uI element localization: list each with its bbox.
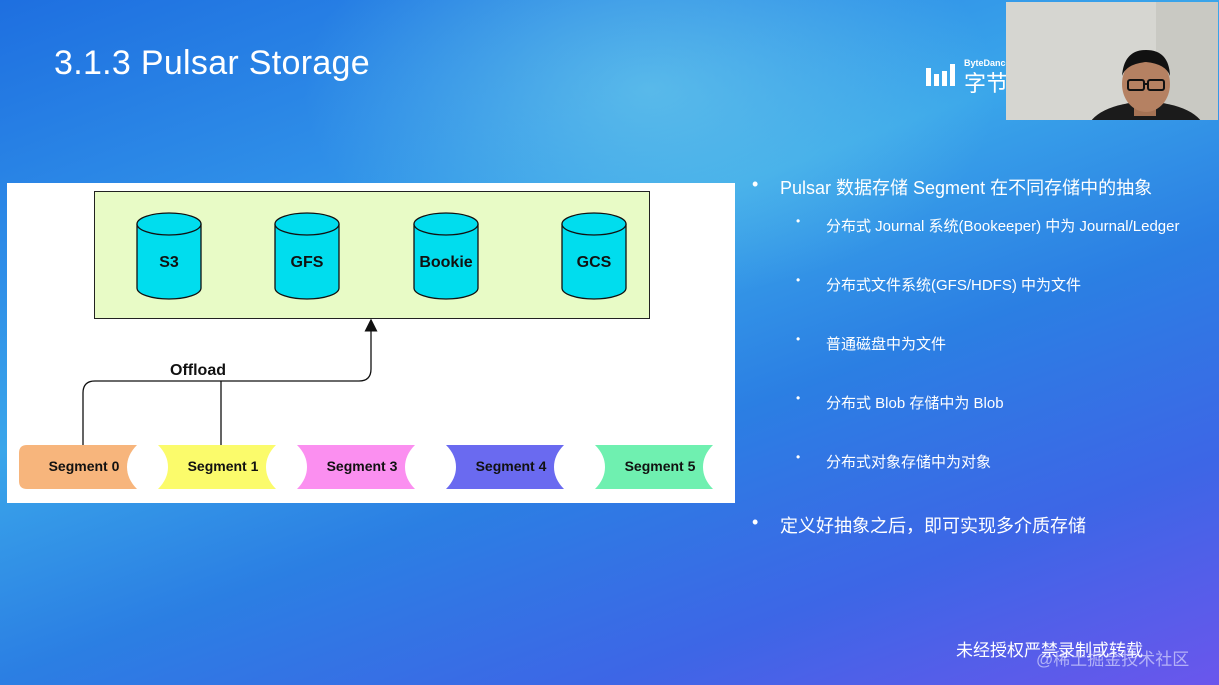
bullet-dot-icon: •: [752, 512, 759, 532]
copyright-notice: 未经授权严禁录制或转载: [956, 641, 1143, 660]
slide-title: 3.1.3 Pulsar Storage: [54, 44, 370, 82]
database-icon: [136, 212, 202, 300]
offload-arrow: [82, 318, 378, 445]
bullet-dot-icon: •: [796, 214, 801, 228]
storage-gfs: GFS: [274, 212, 340, 300]
storage-bookie: Bookie: [413, 212, 479, 300]
storage-label: GFS: [290, 254, 324, 271]
community-watermark: @稀土掘金技术社区: [1036, 650, 1190, 669]
chevron-shape-icon: [595, 445, 713, 489]
chevron-shape-icon: [19, 445, 137, 489]
segment-label: Segment 1: [187, 458, 259, 474]
database-icon: [413, 212, 479, 300]
bullet-text: 分布式文件系统(GFS/HDFS) 中为文件: [826, 277, 1081, 294]
bytedance-logo: ByteDance 字节: [926, 54, 1016, 96]
chevron-shape-icon: [297, 445, 415, 489]
database-icon: [274, 212, 340, 300]
bullet-text: 分布式对象存储中为对象: [826, 454, 992, 471]
bullet-dot-icon: •: [796, 273, 801, 287]
logo-text-small: ByteDance: [964, 58, 1011, 68]
logo-bars-icon: [926, 64, 955, 86]
storage-label: GCS: [576, 254, 612, 271]
bullet-text: 分布式 Journal 系统(Bookeeper) 中为 Journal/Led…: [826, 218, 1180, 235]
segment-label: Segment 0: [48, 458, 120, 474]
bullet-dot-icon: •: [796, 391, 801, 405]
bullet-text: 定义好抽象之后，即可实现多介质存储: [780, 516, 1086, 536]
bullet-text: 普通磁盘中为文件: [826, 336, 947, 353]
chevron-shape-icon: [158, 445, 276, 489]
webcam-video: [1006, 2, 1218, 120]
bullet-dot-icon: •: [796, 450, 801, 464]
bullet-dot-icon: •: [752, 174, 759, 194]
segment-0: Segment 0: [19, 445, 149, 489]
storage-label: S3: [159, 254, 179, 271]
segment-5: Segment 5: [595, 445, 725, 489]
database-icon: [561, 212, 627, 300]
bullet-text: Pulsar 数据存储 Segment 在不同存储中的抽象: [780, 178, 1153, 198]
segment-3: Segment 3: [297, 445, 427, 489]
segment-label: Segment 5: [624, 458, 696, 474]
chevron-shape-icon: [446, 445, 564, 489]
storage-gcs: GCS: [561, 212, 627, 300]
offload-label: Offload: [170, 362, 226, 379]
logo-text-big: 字节: [964, 71, 1009, 96]
storage-label: Bookie: [419, 254, 473, 271]
presenter-icon: [1006, 2, 1218, 120]
segment-1: Segment 1: [158, 445, 288, 489]
storage-diagram: S3 GFS Bookie GCS Offload Segment 0 Segm: [7, 183, 735, 503]
storage-s3: S3: [136, 212, 202, 300]
segment-4: Segment 4: [446, 445, 576, 489]
segment-label: Segment 4: [475, 458, 547, 474]
segment-label: Segment 3: [326, 458, 398, 474]
bullet-text: 分布式 Blob 存储中为 Blob: [826, 395, 1004, 412]
bullet-dot-icon: •: [796, 332, 801, 346]
